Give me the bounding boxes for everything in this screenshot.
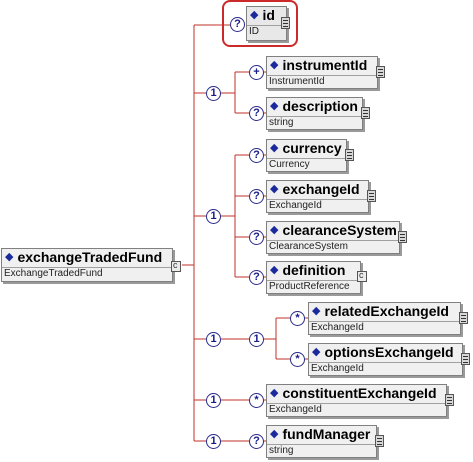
element-type: ExchangeId bbox=[269, 200, 322, 211]
sequence-two-occurrence: 1 bbox=[206, 209, 221, 224]
item-occurrence-marker: + bbox=[249, 65, 264, 80]
attribute-occurrence-marker: ? bbox=[230, 17, 245, 32]
node-divider bbox=[267, 199, 368, 200]
node-divider bbox=[309, 321, 460, 322]
element-fundManager[interactable]: ◆fundManager string bbox=[266, 425, 377, 458]
element-type: ExchangeId bbox=[311, 363, 364, 374]
node-divider bbox=[267, 158, 346, 159]
complex-type-icon[interactable]: c bbox=[171, 260, 181, 272]
expand-icon[interactable] bbox=[398, 231, 407, 243]
attribute-id[interactable]: ◆id ID bbox=[246, 6, 287, 41]
element-name: instrumentId bbox=[282, 57, 368, 73]
expand-icon[interactable] bbox=[361, 107, 370, 119]
sequence-five-occurrence: 1 bbox=[206, 434, 221, 449]
element-diamond-icon: ◆ bbox=[270, 59, 279, 71]
node-divider bbox=[267, 240, 399, 241]
element-diamond-icon: ◆ bbox=[270, 224, 279, 236]
expand-icon[interactable] bbox=[376, 66, 385, 78]
element-type: InstrumentId bbox=[269, 76, 325, 87]
element-diamond-icon: ◆ bbox=[270, 387, 279, 399]
expand-icon[interactable] bbox=[367, 190, 376, 202]
element-diamond-icon: ◆ bbox=[270, 264, 279, 276]
element-name: exchangeId bbox=[282, 181, 360, 197]
element-diamond-icon: ◆ bbox=[270, 100, 279, 112]
element-type: string bbox=[269, 445, 294, 456]
element-name: currency bbox=[282, 140, 342, 156]
element-relatedExchangeId[interactable]: ◆relatedExchangeId ExchangeId bbox=[308, 302, 461, 335]
element-optionsExchangeId[interactable]: ◆optionsExchangeId ExchangeId bbox=[308, 343, 463, 376]
element-diamond-icon: ◆ bbox=[270, 183, 279, 195]
node-divider bbox=[267, 444, 376, 445]
expand-icon[interactable] bbox=[445, 394, 454, 406]
sequence-four-occurrence: 1 bbox=[206, 393, 221, 408]
element-type: string bbox=[269, 117, 294, 128]
element-currency[interactable]: ◆currency Currency bbox=[266, 139, 347, 172]
complex-type-icon[interactable]: c bbox=[357, 270, 367, 282]
element-diamond-icon: ◆ bbox=[250, 9, 259, 21]
sequence-three-inner-occurrence: 1 bbox=[249, 332, 264, 347]
element-name: relatedExchangeId bbox=[324, 303, 449, 319]
item-occurrence-marker: ? bbox=[249, 106, 264, 121]
element-name: clearanceSystem bbox=[282, 222, 397, 238]
node-divider bbox=[247, 25, 286, 26]
attribute-name: id bbox=[262, 7, 275, 23]
element-exchangeId[interactable]: ◆exchangeId ExchangeId bbox=[266, 180, 369, 213]
element-name: description bbox=[282, 98, 358, 114]
item-occurrence-marker: ? bbox=[249, 270, 264, 285]
node-divider bbox=[267, 75, 377, 76]
sequence-one-occurrence: 1 bbox=[206, 86, 221, 101]
node-divider bbox=[267, 280, 360, 281]
root-type: ExchangeTradedFund bbox=[4, 268, 103, 279]
expand-icon[interactable] bbox=[345, 149, 354, 161]
element-type: ClearanceSystem bbox=[269, 241, 348, 252]
element-diamond-icon: ◆ bbox=[312, 305, 321, 317]
root-element[interactable]: ◆exchangeTradedFund ExchangeTradedFund bbox=[1, 248, 173, 282]
node-divider bbox=[2, 267, 172, 268]
element-type: ExchangeId bbox=[269, 404, 322, 415]
element-name: fundManager bbox=[282, 426, 371, 442]
element-clearanceSystem[interactable]: ◆clearanceSystem ClearanceSystem bbox=[266, 221, 400, 254]
item-occurrence-marker: ? bbox=[249, 189, 264, 204]
element-definition[interactable]: ◆definition ProductReference bbox=[266, 261, 361, 294]
attribute-highlight bbox=[222, 0, 298, 47]
element-type: ProductReference bbox=[269, 281, 350, 292]
element-diamond-icon: ◆ bbox=[270, 142, 279, 154]
element-instrumentId[interactable]: ◆instrumentId InstrumentId bbox=[266, 56, 378, 89]
element-name: constituentExchangeId bbox=[282, 385, 437, 401]
element-diamond-icon: ◆ bbox=[5, 251, 14, 263]
element-diamond-icon: ◆ bbox=[270, 428, 279, 440]
element-description[interactable]: ◆description string bbox=[266, 97, 363, 130]
element-type: ExchangeId bbox=[311, 322, 364, 333]
element-name: optionsExchangeId bbox=[324, 344, 454, 360]
sequence-three-occurrence: 1 bbox=[206, 332, 221, 347]
item-occurrence-marker: ? bbox=[249, 148, 264, 163]
node-divider bbox=[267, 403, 446, 404]
element-name: definition bbox=[282, 262, 346, 278]
item-occurrence-marker: * bbox=[290, 311, 305, 326]
item-occurrence-marker: ? bbox=[249, 230, 264, 245]
expand-icon[interactable] bbox=[375, 435, 384, 447]
node-divider bbox=[267, 116, 362, 117]
root-name: exchangeTradedFund bbox=[17, 249, 163, 265]
expand-icon[interactable] bbox=[459, 312, 468, 324]
item-occurrence-marker: ? bbox=[249, 434, 264, 449]
attribute-type: ID bbox=[249, 26, 259, 37]
item-occurrence-marker: * bbox=[249, 393, 264, 408]
element-diamond-icon: ◆ bbox=[312, 346, 321, 358]
expand-icon[interactable] bbox=[461, 353, 470, 365]
item-occurrence-marker: * bbox=[290, 352, 305, 367]
element-type: Currency bbox=[269, 159, 310, 170]
expand-icon[interactable] bbox=[281, 17, 290, 29]
element-constituentExchangeId[interactable]: ◆constituentExchangeId ExchangeId bbox=[266, 384, 447, 417]
node-divider bbox=[309, 362, 462, 363]
